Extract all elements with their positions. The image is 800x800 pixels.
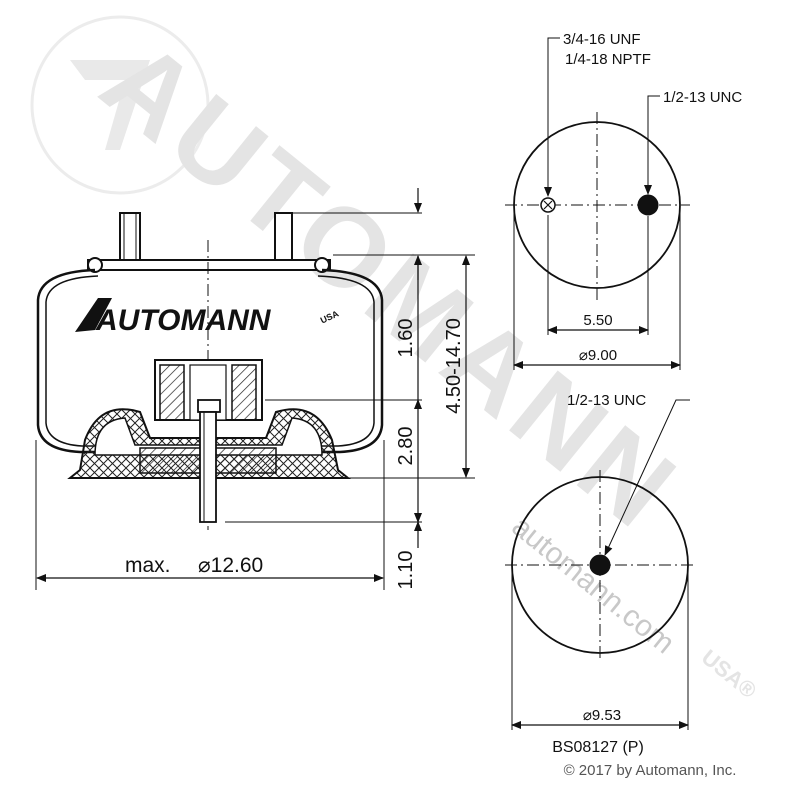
bottom-thread-label: 1/2-13 UNC <box>567 392 646 409</box>
watermark-usa-mark: USA® <box>697 644 761 703</box>
bottom-stud-hole <box>589 554 611 576</box>
bottom-plate-view <box>505 399 695 730</box>
top-bead-plate <box>87 259 331 271</box>
dim-label-height-range: 4.50-14.70 <box>443 318 465 414</box>
bolt-head <box>197 399 221 413</box>
bottom-stud <box>199 411 217 523</box>
bottom-diameter-label: ⌀9.53 <box>583 707 621 724</box>
top-stud-left <box>119 212 141 266</box>
max-diameter-prefix: max. <box>125 554 171 577</box>
stud-hole <box>637 194 659 216</box>
side-view: AUTOMANN USA <box>35 188 475 590</box>
top-diameter-label: ⌀9.00 <box>579 347 617 364</box>
thread-label-3: 1/2-13 UNC <box>663 89 742 106</box>
bellow-logo-text: AUTOMANN <box>95 304 272 337</box>
thread-label-2: 1/4-18 NPTF <box>565 51 651 68</box>
top-plate-view <box>505 37 690 370</box>
copyright: © 2017 by Automann, Inc. <box>564 762 737 779</box>
dim-label-2-80: 2.80 <box>395 427 417 466</box>
top-stud-right <box>274 212 293 266</box>
watermark: AUTOMANN USA® automann.com <box>30 15 761 703</box>
max-diameter-value: ⌀12.60 <box>198 554 263 577</box>
part-number: BS08127 (P) <box>552 739 644 756</box>
watermark-logo-mark <box>70 60 150 150</box>
dim-label-1-10: 1.10 <box>395 551 417 590</box>
watermark-url: automann.com <box>506 510 681 661</box>
spacing-label: 5.50 <box>583 312 612 329</box>
watermark-logo-ring <box>30 15 210 195</box>
dim-label-1-60: 1.60 <box>395 319 417 358</box>
thread-label-1: 3/4-16 UNF <box>563 31 641 48</box>
